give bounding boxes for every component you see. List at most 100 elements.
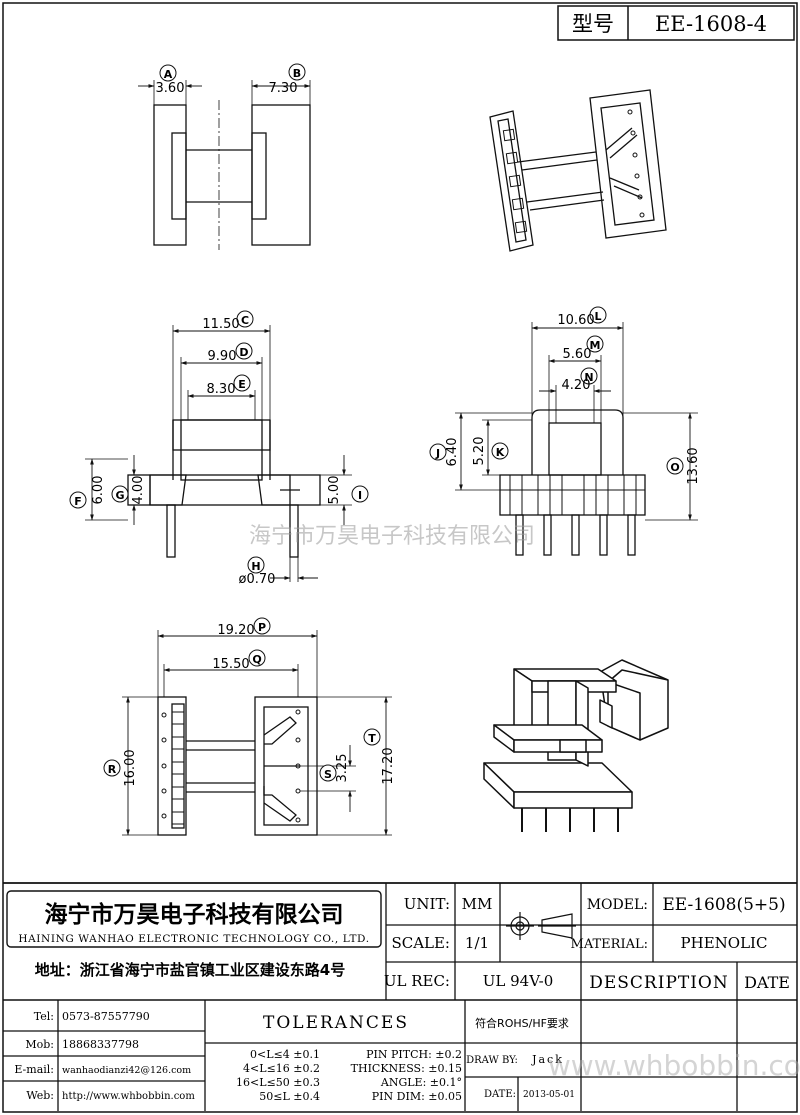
dim-A: A 3.60 bbox=[156, 64, 185, 96]
email-value: wanhaodianzi42@126.com bbox=[62, 1065, 191, 1076]
dim-S-letter: S bbox=[324, 768, 332, 781]
unit-value: MM bbox=[462, 895, 493, 913]
dim-I-value: 5.00 bbox=[327, 476, 342, 505]
dim-O: O 13.60 bbox=[666, 447, 701, 485]
dim-K-letter: K bbox=[496, 446, 505, 459]
site-watermark: www.whbobbin.com bbox=[548, 1049, 800, 1082]
date2-value: 2013-05-01 bbox=[523, 1090, 575, 1100]
tol-range-1: 0<L≤4 ±0.1 bbox=[250, 1048, 320, 1061]
dim-H-value: ø0.70 bbox=[239, 572, 276, 587]
rohs-note: 符合ROHS/HF要求 bbox=[475, 1016, 569, 1030]
dim-G-value: 4.00 bbox=[131, 476, 146, 505]
dim-J: J 6.40 bbox=[429, 438, 460, 466]
dim-S-value: 3.25 bbox=[335, 754, 350, 783]
scale-value: 1/1 bbox=[465, 934, 489, 952]
dim-C-value: 11.50 bbox=[202, 317, 239, 332]
tol-range-2: 4<L≤16 ±0.2 bbox=[243, 1062, 320, 1075]
dim-I: I 5.00 bbox=[327, 476, 369, 505]
dim-D-letter: D bbox=[239, 346, 248, 359]
tol-spec-1: PIN PITCH: ±0.2 bbox=[366, 1048, 462, 1061]
model-box: 型号 EE-1608-4 bbox=[557, 5, 795, 41]
dim-R: R 16.00 bbox=[103, 749, 138, 787]
dim-R-value: 16.00 bbox=[123, 749, 138, 786]
projection-symbol bbox=[506, 912, 576, 940]
dim-R-letter: R bbox=[108, 763, 117, 776]
front-view bbox=[85, 325, 352, 582]
tel-value: 0573-87557790 bbox=[62, 1010, 150, 1023]
dim-M-letter: M bbox=[590, 339, 601, 352]
dim-A-value: 3.60 bbox=[156, 81, 185, 96]
isometric-view bbox=[483, 659, 669, 832]
dim-T-value: 17.20 bbox=[381, 747, 396, 784]
tel-label: Tel: bbox=[34, 1010, 54, 1023]
tol-spec-2: THICKNESS: ±0.15 bbox=[351, 1062, 462, 1075]
drawby-label: DRAW BY: bbox=[466, 1055, 518, 1066]
tol-spec-4: PIN DIM: ±0.05 bbox=[372, 1090, 462, 1103]
dim-M: M 5.60 bbox=[563, 335, 604, 362]
date2-label: DATE: bbox=[484, 1089, 516, 1100]
title-block bbox=[3, 882, 797, 1111]
dim-B-value: 7.30 bbox=[269, 81, 298, 96]
web-label: Web: bbox=[26, 1089, 54, 1102]
dim-P-value: 19.20 bbox=[217, 623, 254, 638]
model-value: EE-1608(5+5) bbox=[662, 895, 785, 915]
company-name-cn: 海宁市万昊电子科技有限公司 bbox=[45, 901, 344, 928]
dim-L-value: 10.60 bbox=[557, 313, 594, 328]
dim-H: H ø0.70 bbox=[239, 556, 276, 587]
dim-O-letter: O bbox=[670, 461, 679, 474]
description-label: DESCRIPTION bbox=[589, 973, 729, 993]
dim-K: K 5.20 bbox=[472, 437, 509, 465]
mob-value: 18868337798 bbox=[62, 1038, 139, 1051]
dim-C: C 11.50 bbox=[202, 310, 254, 332]
dim-G-letter: G bbox=[115, 489, 124, 502]
tol-range-4: 50≤L ±0.4 bbox=[259, 1090, 320, 1103]
dim-T-letter: T bbox=[368, 732, 376, 745]
drawby-value: Jack bbox=[531, 1053, 564, 1066]
material-label: MATERIAL: bbox=[571, 937, 648, 952]
dim-E-value: 8.30 bbox=[207, 382, 236, 397]
dim-M-value: 5.60 bbox=[563, 347, 592, 362]
model-box-label: 型号 bbox=[572, 12, 614, 36]
dim-D: D 9.90 bbox=[208, 342, 253, 364]
dim-F-letter: F bbox=[74, 495, 82, 508]
dim-O-value: 13.60 bbox=[686, 447, 701, 484]
scale-label: SCALE: bbox=[391, 934, 450, 952]
tol-range-3: 16<L≤50 ±0.3 bbox=[236, 1076, 320, 1089]
tol-spec-3: ANGLE: ±0.1° bbox=[380, 1076, 462, 1089]
dim-Q: Q 15.50 bbox=[212, 649, 266, 672]
dim-J-letter: J bbox=[435, 447, 440, 460]
dim-E: E 8.30 bbox=[207, 374, 251, 397]
dim-F-value: 6.00 bbox=[91, 476, 106, 505]
dimension-labels: A 3.60 B 7.30 C 11.50 D 9.90 E 8.30 F 6.… bbox=[69, 63, 701, 787]
dim-C-letter: C bbox=[241, 314, 249, 327]
dim-F: F 6.00 bbox=[69, 476, 106, 509]
dim-G: G 4.00 bbox=[111, 476, 146, 505]
dim-T: T 17.20 bbox=[363, 728, 396, 785]
company-name-en: HAINING WANHAO ELECTRONIC TECHNOLOGY CO.… bbox=[18, 933, 369, 945]
end-view bbox=[455, 322, 698, 556]
dim-N-letter: N bbox=[584, 371, 593, 384]
dim-S: S 3.25 bbox=[319, 754, 350, 783]
model-box-value: EE-1608-4 bbox=[655, 12, 767, 36]
dim-Q-value: 15.50 bbox=[212, 657, 249, 672]
dim-B: B 7.30 bbox=[269, 63, 306, 96]
dim-N: N 4.20 bbox=[562, 367, 598, 393]
email-label: E-mail: bbox=[14, 1063, 54, 1076]
date-label: DATE bbox=[744, 973, 790, 992]
model-label: MODEL: bbox=[587, 897, 648, 913]
side-view bbox=[138, 80, 311, 250]
dim-L: L 10.60 bbox=[557, 306, 607, 328]
dim-B-letter: B bbox=[293, 67, 301, 80]
dim-D-value: 9.90 bbox=[208, 349, 237, 364]
tolerances-title: TOLERANCES bbox=[263, 1013, 409, 1033]
dim-A-letter: A bbox=[164, 68, 173, 81]
material-value: PHENOLIC bbox=[681, 934, 768, 952]
dim-H-letter: H bbox=[251, 560, 260, 573]
top-view-iso bbox=[489, 89, 667, 252]
dim-N-value: 4.20 bbox=[562, 378, 591, 393]
mob-label: Mob: bbox=[25, 1038, 54, 1051]
dim-I-letter: I bbox=[358, 489, 362, 502]
dim-P-letter: P bbox=[258, 621, 266, 634]
ulrec-value: UL 94V-0 bbox=[483, 972, 554, 990]
